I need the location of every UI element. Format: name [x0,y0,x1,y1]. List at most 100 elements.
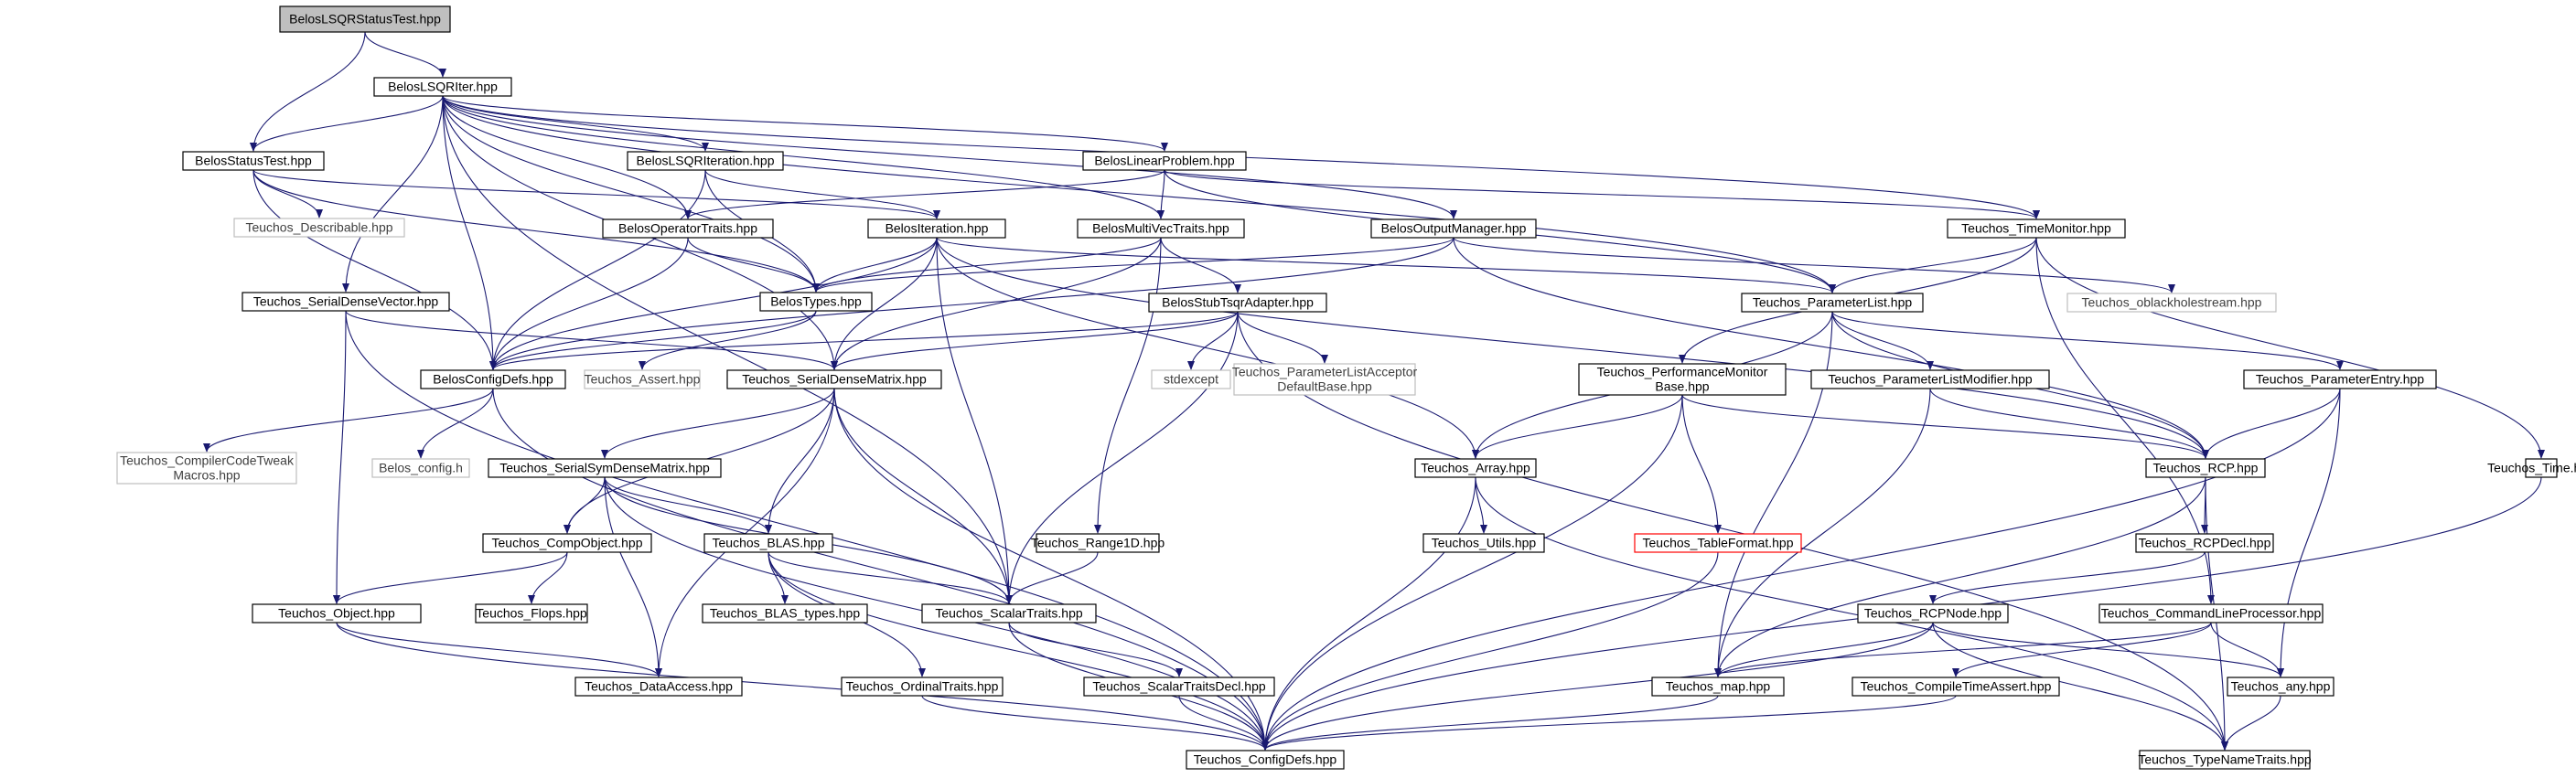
node-box [482,533,652,553]
node-outputmanager[interactable]: BelosOutputManager.hpp [1370,218,1537,239]
node-box [242,292,450,312]
node-rcpdecl[interactable]: Teuchos_RCPDecl.hpp [2135,533,2274,553]
node-label: Teuchos_ParameterEntry.hpp [2256,372,2424,387]
node-serialdensevector[interactable]: Teuchos_SerialDenseVector.hpp [242,292,450,312]
node-statustest[interactable]: BelosStatusTest.hpp [182,151,325,171]
node-box [759,292,873,312]
node-box [574,677,743,697]
node-time[interactable]: Teuchos_Time.hpp [2487,458,2576,478]
node-label: BelosLSQRIter.hpp [388,80,498,94]
node-operatortraits[interactable]: BelosOperatorTraits.hpp [602,218,774,239]
node-typenametraits[interactable]: Teuchos_TypeNameTraits.hpp [2138,750,2312,770]
node-parameterentry[interactable]: Teuchos_ParameterEntry.hpp [2243,369,2437,389]
node-label: Base.hpp [1655,379,1709,394]
node-box [702,603,868,623]
node-box [867,218,1006,239]
node-label: Teuchos_SerialSymDenseMatrix.hpp [499,461,710,475]
node-any[interactable]: Teuchos_any.hpp [2227,677,2334,697]
node-label: BelosMultiVecTraits.hpp [1092,221,1229,236]
edge-rcpdecl-to-rcpnode [1929,551,2206,604]
node-box [182,151,325,171]
edge-lsqriter-to-configdefs [442,95,497,370]
node-scalartraitsdecl[interactable]: Teuchos_ScalarTraitsDecl.hpp [1083,677,1275,697]
node-label: BelosStatusTest.hpp [195,154,312,168]
edge-parameterentry-to-teuchosconfig [1261,388,2341,751]
node-array[interactable]: Teuchos_Array.hpp [1414,458,1537,478]
node-label: BelosLinearProblem.hpp [1094,154,1235,168]
node-scalartraits[interactable]: Teuchos_ScalarTraits.hpp [921,603,1097,623]
node-box [2135,533,2274,553]
node-box [921,603,1097,623]
node-ordinaltraits[interactable]: Teuchos_OrdinalTraits.hpp [841,677,1004,697]
node-box [233,218,405,238]
node-flops[interactable]: Teuchos_Flops.hpp [475,603,588,623]
node-blas[interactable]: Teuchos_BLAS.hpp [703,533,833,553]
node-plmodifier[interactable]: Teuchos_ParameterListModifier.hpp [1810,369,2050,389]
node-object[interactable]: Teuchos_Object.hpp [252,603,422,623]
node-label: Teuchos_BLAS_types.hpp [710,606,860,621]
edge-iteration-to-configdefs [489,237,938,370]
node-box [602,218,774,239]
node-label: Teuchos_TypeNameTraits.hpp [2138,752,2312,767]
node-linearproblem[interactable]: BelosLinearProblem.hpp [1082,151,1247,171]
node-dataaccess[interactable]: Teuchos_DataAccess.hpp [574,677,743,697]
node-blastypes[interactable]: Teuchos_BLAS_types.hpp [702,603,868,623]
node-multivectraits[interactable]: BelosMultiVecTraits.hpp [1077,218,1245,239]
node-stdexcept: stdexcept [1151,369,1231,389]
node-cmdline[interactable]: Teuchos_CommandLineProcessor.hpp [2098,603,2324,623]
node-belostypes[interactable]: BelosTypes.hpp [759,292,873,312]
node-configdefs[interactable]: BelosConfigDefs.hpp [420,369,566,389]
edge-rcpnode-to-teuchosconfig [1261,622,1934,751]
node-label: Teuchos_ParameterListAcceptor [1232,365,1418,379]
node-label: Teuchos_CompileTimeAssert.hpp [1861,679,2052,694]
node-range1d[interactable]: Teuchos_Range1D.hpp [1031,533,1165,553]
node-box [1578,363,1787,396]
node-label: Teuchos_RCPNode.hpp [1864,606,2002,621]
node-box [1077,218,1245,239]
edge-iteration-to-serialdensematrix [831,237,938,370]
edge-array-to-typenametraits [1475,476,2228,751]
node-stubtsqr[interactable]: BelosStubTsqrAdapter.hpp [1148,293,1327,313]
node-label: Teuchos_Flops.hpp [476,606,587,621]
node-lsqriter[interactable]: BelosLSQRIter.hpp [373,77,512,97]
node-label: Teuchos_Utils.hpp [1432,536,1537,550]
node-parameterlist[interactable]: Teuchos_ParameterList.hpp [1741,293,1924,313]
edge-timemonitor-to-parameterlist [1829,237,2037,293]
node-map[interactable]: Teuchos_map.hpp [1651,677,1785,697]
node-label: Teuchos_ScalarTraitsDecl.hpp [1092,679,1266,694]
edge-belostypes-to-assert [639,310,817,370]
node-label: BelosLSQRIteration.hpp [637,154,775,168]
node-serialsym[interactable]: Teuchos_SerialSymDenseMatrix.hpp [488,458,722,478]
node-box [1651,677,1785,697]
edge-scalartraits-to-scalartraitsdecl [1008,622,1183,677]
edge-lsqriter-to-linearproblem [442,95,1168,152]
edge-serialsym-to-dataaccess [604,476,662,677]
node-rcpnode[interactable]: Teuchos_RCPNode.hpp [1857,603,2009,623]
edge-parameterlist-to-plmodifier [1831,311,1934,370]
node-tableformat[interactable]: Teuchos_TableFormat.hpp [1634,533,1802,553]
node-timemonitor[interactable]: Teuchos_TimeMonitor.hpp [1947,218,2126,239]
node-rcp[interactable]: Teuchos_RCP.hpp [2145,458,2266,478]
node-assert: Teuchos_Assert.hpp [584,369,701,389]
edge-iteration-to-array [936,237,1479,459]
edge-cmdline-to-any [2210,622,2284,677]
node-belosconfigh: Belos_config.h [371,458,470,478]
node-label: Macros.hpp [173,468,240,483]
edge-belostypes-to-configdefs [489,310,817,370]
node-serialdensematrix[interactable]: Teuchos_SerialDenseMatrix.hpp [726,369,942,389]
edge-iteration-to-belostypes [812,237,938,293]
node-iteration[interactable]: BelosIteration.hpp [867,218,1006,239]
node-box [252,603,422,623]
node-teuchosconfig[interactable]: Teuchos_ConfigDefs.hpp [1186,750,1345,770]
edge-linearproblem-to-operatortraits [684,169,1165,219]
node-label: Teuchos_TableFormat.hpp [1643,536,1794,550]
edge-map-to-teuchosconfig [1261,695,1719,751]
edge-lsqriter-to-parameterlist [442,95,1836,293]
node-lsqriteration[interactable]: BelosLSQRIteration.hpp [627,151,784,171]
node-compiletimeassert[interactable]: Teuchos_CompileTimeAssert.hpp [1852,677,2060,697]
edge-any-to-typenametraits [2221,695,2281,751]
edge-configdefs-to-belosconfigh [417,388,494,459]
node-utils[interactable]: Teuchos_Utils.hpp [1422,533,1545,553]
node-compobject[interactable]: Teuchos_CompObject.hpp [482,533,652,553]
